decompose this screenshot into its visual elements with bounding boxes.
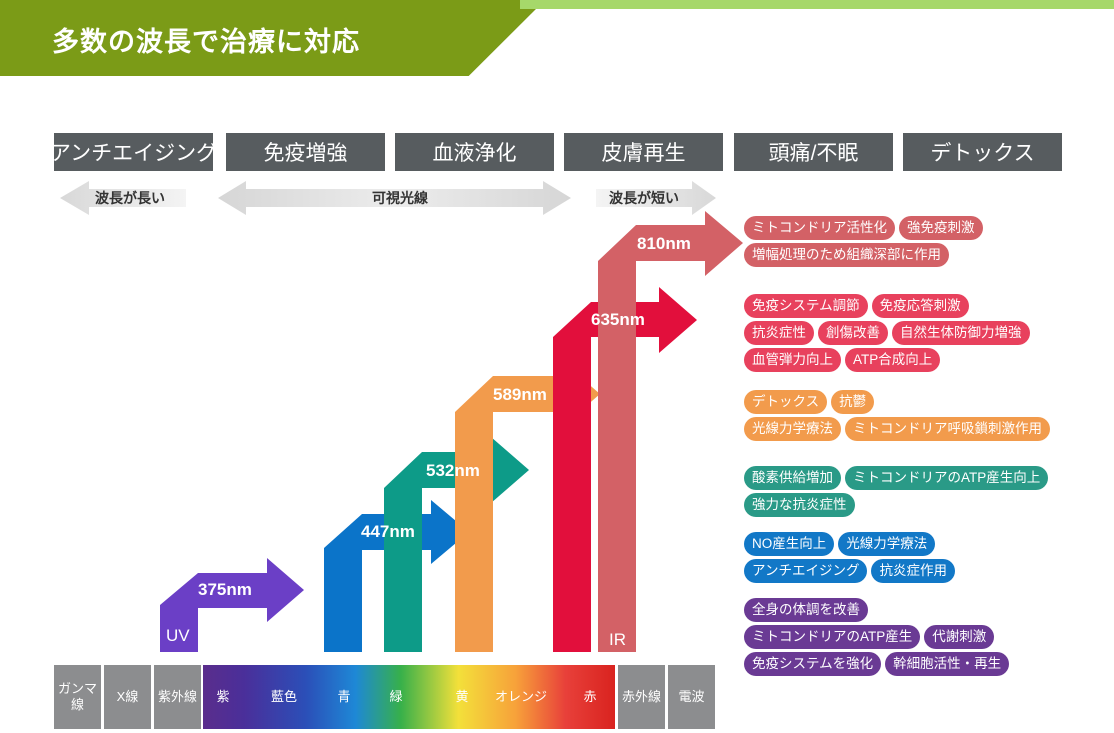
- short-wavelength-label: 波長が短い: [609, 190, 679, 206]
- wavelength-589nm: [455, 361, 600, 652]
- effect-row: 免疫システムを強化 幹細胞活性・再生: [744, 652, 1010, 676]
- effect-row: 全身の体調を改善: [744, 598, 1009, 622]
- spectrum-violet: 紫: [216, 689, 230, 704]
- category-immune-boost: 免疫増強: [226, 133, 385, 171]
- effect-group-635nm: 免疫システム調節 免疫応答刺激 抗炎症性 創傷改善 自然生体防御力増強 血管弾力…: [744, 294, 1030, 375]
- wavelength-447nm: [324, 500, 469, 652]
- effect-group-447nm: NO産生向上 光線力学療法 アンチエイジング 抗炎症作用: [744, 532, 955, 586]
- effect-tag: 免疫応答刺激: [871, 294, 969, 318]
- effect-tag: ミトコンドリア活性化: [744, 216, 895, 240]
- header-band: [0, 0, 545, 76]
- effect-tag: 免疫システム調節: [744, 294, 868, 318]
- effect-row: 増幅処理のため組織深部に作用: [744, 243, 983, 267]
- effect-tag: 幹細胞活性・再生: [885, 652, 1010, 676]
- spectrum-yellow: 黄: [455, 689, 469, 704]
- spectrum-x-ray: X線: [104, 665, 151, 729]
- long-wavelength-arrow: [60, 181, 186, 215]
- short-wavelength-arrow: [596, 181, 716, 215]
- spectrum-radio-wave: 電波: [668, 665, 715, 729]
- spectrum-infrared: 赤外線: [618, 665, 665, 729]
- ir-label: IR: [609, 630, 626, 649]
- page-title: 多数の波長で治療に対応: [52, 27, 360, 57]
- spectrum-ultraviolet: 紫外線: [154, 665, 201, 729]
- effect-tag: デトックス: [744, 390, 828, 414]
- effect-tag: 全身の体調を改善: [744, 598, 868, 622]
- effect-tag: 創傷改善: [818, 321, 888, 345]
- effect-group-375nm: 全身の体調を改善 ミトコンドリアのATP産生 代謝刺激 免疫システムを強化 幹細…: [744, 598, 1010, 679]
- category-skin-regeneration: 皮膚再生: [564, 133, 723, 171]
- spectrum-green: 緑: [389, 689, 403, 704]
- visible-spectrum-bar: [203, 665, 615, 729]
- effect-row: 抗炎症性 創傷改善 自然生体防御力増強: [744, 321, 1030, 345]
- effect-row: 酸素供給増加 ミトコンドリアのATP産生向上: [744, 466, 1049, 490]
- effect-row: 免疫システム調節 免疫応答刺激: [744, 294, 1030, 318]
- category-headache-insomnia: 頭痛/不眠: [734, 133, 893, 171]
- effect-tag: NO産生向上: [744, 532, 835, 556]
- spectrum-blue: 青: [337, 689, 351, 704]
- category-anti-aging: アンチエイジング: [50, 133, 217, 171]
- wavelength-label-635: 635nm: [591, 310, 645, 329]
- effect-tag: ATP合成向上: [845, 348, 941, 372]
- header-accent-line: [520, 0, 1114, 9]
- wavelength-375nm: [160, 558, 304, 652]
- effect-tag: ミトコンドリアのATP産生向上: [845, 466, 1049, 490]
- effect-tag: 抗鬱: [831, 390, 875, 414]
- effect-tag: 血管弾力向上: [744, 348, 841, 372]
- effect-tag: ミトコンドリアのATP産生: [744, 625, 921, 649]
- effect-row: アンチエイジング 抗炎症作用: [744, 559, 955, 583]
- effect-row: 光線力学療法 ミトコンドリア呼吸鎖刺激作用: [744, 417, 1050, 441]
- effect-tag: 強免疫刺激: [899, 216, 983, 240]
- effect-group-532nm: 酸素供給増加 ミトコンドリアのATP産生向上 強力な抗炎症性: [744, 466, 1049, 520]
- effect-row: 強力な抗炎症性: [744, 493, 1048, 517]
- spectrum-gamma-ray: ガンマ 線: [54, 665, 101, 729]
- uv-label: UV: [166, 626, 190, 645]
- effect-tag: アンチエイジング: [744, 559, 868, 583]
- wavelength-label-532: 532nm: [426, 461, 480, 480]
- effect-row: ミトコンドリア活性化 強免疫刺激: [744, 216, 983, 240]
- wavelength-label-810: 810nm: [637, 234, 691, 253]
- effect-tag: 抗炎症作用: [871, 559, 955, 583]
- effect-tag: 酸素供給増加: [744, 466, 841, 490]
- category-detox: デトックス: [903, 133, 1062, 171]
- effect-tag: 増幅処理のため組織深部に作用: [744, 243, 949, 267]
- wavelength-810nm: [598, 211, 743, 652]
- visible-light-arrow: [218, 181, 571, 215]
- effect-tag: 自然生体防御力増強: [892, 321, 1030, 345]
- effect-row: デトックス 抗鬱: [744, 390, 1050, 414]
- long-wavelength-label: 波長が長い: [95, 190, 165, 206]
- effect-tag: 免疫システムを強化: [744, 652, 882, 676]
- effect-tag: 強力な抗炎症性: [744, 493, 855, 517]
- effect-row: NO産生向上 光線力学療法: [744, 532, 955, 556]
- spectrum-red: 赤: [583, 689, 597, 704]
- effect-group-589nm: デトックス 抗鬱 光線力学療法 ミトコンドリア呼吸鎖刺激作用: [744, 390, 1050, 444]
- visible-light-label: 可視光線: [372, 190, 428, 206]
- spectrum-orange: オレンジ: [494, 689, 547, 704]
- wavelength-label-375: 375nm: [198, 580, 252, 599]
- effect-group-810nm: ミトコンドリア活性化 強免疫刺激 増幅処理のため組織深部に作用: [744, 216, 983, 270]
- effect-tag: 光線力学療法: [744, 417, 841, 441]
- effect-tag: 抗炎症性: [744, 321, 814, 345]
- spectrum-indigo: 藍色: [270, 689, 297, 704]
- effect-tag: 光線力学療法: [838, 532, 936, 556]
- wavelength-label-589: 589nm: [493, 385, 547, 404]
- effect-row: 血管弾力向上 ATP合成向上: [744, 348, 1030, 372]
- wavelength-label-447: 447nm: [361, 522, 415, 541]
- wavelength-635nm: [553, 287, 697, 652]
- category-blood-purification: 血液浄化: [395, 133, 554, 171]
- effect-tag: 代謝刺激: [924, 625, 995, 649]
- effect-row: ミトコンドリアのATP産生 代謝刺激: [744, 625, 1009, 649]
- effect-tag: ミトコンドリア呼吸鎖刺激作用: [845, 417, 1050, 441]
